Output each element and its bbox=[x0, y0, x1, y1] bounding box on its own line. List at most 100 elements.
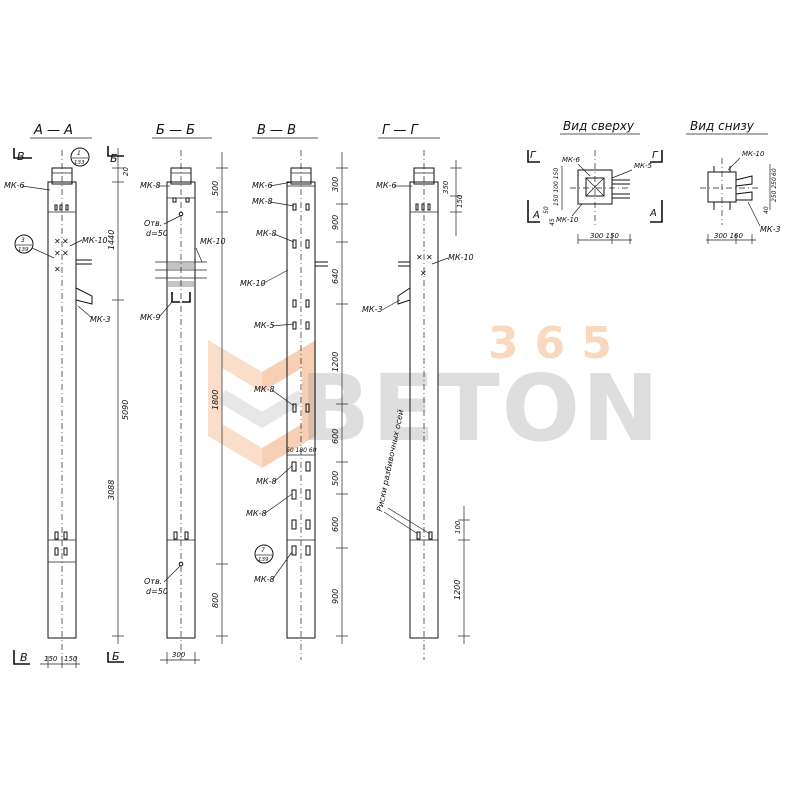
svg-text:139: 139 bbox=[18, 247, 29, 253]
svg-text:3088: 3088 bbox=[107, 480, 116, 500]
column-section-bb: МК-8 Отв. d=50 МК-10 МК-9 Отв. d=50 500 … bbox=[140, 150, 228, 664]
svg-text:150: 150 bbox=[64, 655, 78, 663]
svg-text:800: 800 bbox=[211, 593, 220, 608]
label-mk9-bb: МК-9 bbox=[140, 313, 161, 322]
column-section-vv: МК-6 МК-8 МК-8 МК-10 МК-5 МК-8 МК-8 МК-8… bbox=[240, 150, 348, 660]
label-mk6-top: МК-6 bbox=[562, 156, 581, 164]
label-mk3-gg: МК-3 bbox=[362, 305, 383, 314]
label-mk8-vv-5: МК-8 bbox=[246, 509, 267, 518]
label-mk6-vv: МК-6 bbox=[252, 181, 273, 190]
label-mk8-bb: МК-8 bbox=[140, 181, 161, 190]
detail-ref-7 bbox=[254, 544, 274, 564]
svg-text:5090: 5090 bbox=[121, 400, 130, 420]
svg-text:1200: 1200 bbox=[331, 352, 340, 372]
label-mk8-vv-3: МК-8 bbox=[254, 385, 275, 394]
svg-text:✕: ✕ bbox=[54, 265, 61, 274]
label-mk6-gg: МК-6 bbox=[376, 181, 397, 190]
svg-text:500: 500 bbox=[331, 471, 340, 486]
label-mk8-vv-2: МК-8 bbox=[256, 229, 277, 238]
section-title-bottom-view: Вид снизу bbox=[690, 119, 755, 133]
label-mk10-bottom: МК-10 bbox=[742, 150, 765, 158]
label-opening-1: Отв. bbox=[144, 219, 162, 228]
svg-text:✕: ✕ bbox=[62, 249, 69, 258]
svg-text:50: 50 bbox=[543, 206, 550, 214]
svg-text:1440: 1440 bbox=[107, 230, 116, 250]
svg-text:600: 600 bbox=[331, 429, 340, 444]
cut-mark-b-bottom: Б bbox=[112, 650, 120, 663]
svg-text:300 160: 300 160 bbox=[714, 232, 743, 240]
section-title-gg: Г — Г bbox=[382, 123, 420, 138]
svg-text:40: 40 bbox=[763, 206, 770, 214]
svg-text:900: 900 bbox=[331, 215, 340, 230]
label-mk5-vv: МК-5 bbox=[254, 321, 275, 330]
svg-text:✕: ✕ bbox=[62, 237, 69, 246]
detail-ref-3 bbox=[14, 234, 34, 254]
label-mk5-top: МК-5 bbox=[634, 162, 653, 170]
svg-text:300 150: 300 150 bbox=[590, 232, 619, 240]
svg-text:139: 139 bbox=[258, 557, 269, 563]
label-mk8-vv-1: МК-8 bbox=[252, 197, 273, 206]
watermark-number: 365 bbox=[488, 318, 628, 369]
label-opening-1-diameter: d=50 bbox=[146, 229, 168, 238]
column-section-aa: ✕✕ ✕✕ ✕ В МК-6 МК-10 МК-3 1 133 3 139 В … bbox=[4, 147, 111, 668]
svg-text:500: 500 bbox=[211, 181, 220, 196]
watermark-logo-icon bbox=[208, 340, 316, 468]
svg-text:150 100 150: 150 100 150 bbox=[553, 168, 560, 206]
svg-text:1200: 1200 bbox=[453, 580, 462, 600]
svg-text:600: 600 bbox=[331, 517, 340, 532]
top-view: Г Г А А МК-6 МК-5 МК-10 150 100 150 50 4… bbox=[527, 150, 663, 244]
svg-text:150: 150 bbox=[44, 655, 58, 663]
svg-text:300: 300 bbox=[331, 177, 340, 192]
svg-text:7: 7 bbox=[261, 547, 265, 554]
detail-ref-1 bbox=[70, 147, 90, 167]
label-mk10-gg: МК-10 bbox=[448, 253, 474, 262]
label-mk3-aa: МК-3 bbox=[90, 315, 111, 324]
dimension-chain-ab: 20 1440 5090 3088 Б Б bbox=[107, 146, 130, 663]
section-title-vv: В — В bbox=[257, 123, 296, 138]
label-mk10-aa: МК-10 bbox=[82, 236, 108, 245]
cut-mark-a-right: А bbox=[649, 208, 657, 219]
svg-text:45: 45 bbox=[549, 218, 556, 226]
cut-mark-v-top: В bbox=[17, 150, 25, 163]
label-mk10-vv: МК-10 bbox=[240, 279, 266, 288]
section-title-aa: А — А bbox=[33, 123, 73, 138]
bottom-view: МК-10 МК-3 250 250 60 40 300 160 bbox=[700, 150, 781, 244]
label-mk10-bb: МК-10 bbox=[200, 237, 226, 246]
svg-text:✕: ✕ bbox=[416, 253, 423, 262]
cut-mark-g-top-right: Г bbox=[652, 150, 659, 161]
dim-60-180-60: 60 180 60 bbox=[286, 447, 317, 454]
svg-text:150: 150 bbox=[456, 194, 464, 208]
section-title-top-view: Вид сверху bbox=[563, 119, 635, 133]
svg-text:133: 133 bbox=[74, 160, 85, 166]
label-mk8-vv-6: МК-8 bbox=[254, 575, 275, 584]
label-opening-2: Отв. bbox=[144, 577, 162, 586]
svg-text:✕: ✕ bbox=[54, 249, 61, 258]
label-opening-2-diameter: d=50 bbox=[146, 587, 168, 596]
svg-text:350: 350 bbox=[442, 180, 450, 194]
svg-text:✕: ✕ bbox=[426, 253, 433, 262]
svg-text:300: 300 bbox=[172, 651, 186, 659]
embedded-plate-hatch bbox=[168, 263, 194, 287]
cut-mark-g-top-left: Г bbox=[530, 150, 537, 161]
watermark-word: BETON bbox=[300, 355, 661, 462]
svg-text:✕: ✕ bbox=[54, 237, 61, 246]
cut-mark-v-bottom: В bbox=[20, 651, 28, 664]
label-mk8-vv-4: МК-8 bbox=[256, 477, 277, 486]
cut-mark-a-left: А bbox=[532, 210, 540, 221]
watermark: 365 BETON bbox=[208, 318, 661, 468]
svg-text:250 250: 250 250 bbox=[771, 177, 778, 202]
svg-text:900: 900 bbox=[331, 589, 340, 604]
label-mk6-aa: МК-6 bbox=[4, 181, 25, 190]
svg-text:1: 1 bbox=[77, 150, 81, 157]
svg-text:✕: ✕ bbox=[420, 269, 427, 278]
svg-text:1800: 1800 bbox=[211, 390, 220, 410]
svg-text:100: 100 bbox=[454, 520, 462, 534]
svg-text:640: 640 bbox=[331, 269, 340, 284]
label-mk10-top: МК-10 bbox=[556, 216, 579, 224]
svg-text:20: 20 bbox=[122, 167, 130, 176]
label-mk3-bottom: МК-3 bbox=[760, 225, 781, 234]
section-title-bb: Б — Б bbox=[156, 123, 195, 138]
cut-mark-b-top: Б bbox=[110, 152, 118, 165]
